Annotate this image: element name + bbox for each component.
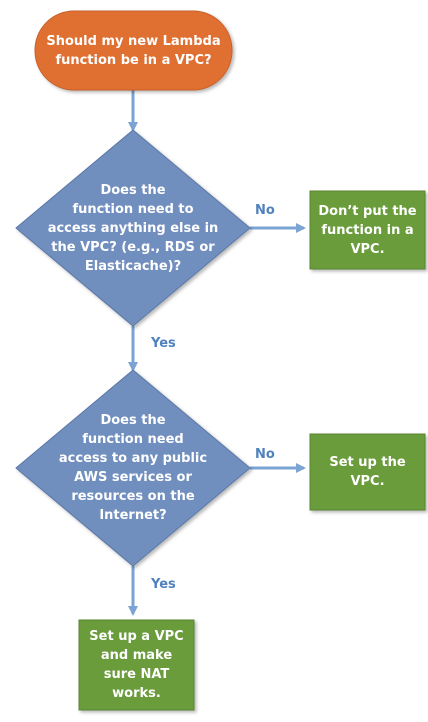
outcome-vpc-nat-box [78,619,195,711]
decision-1-text: Does the function need to access anythin… [47,182,219,274]
decision-2-text: Does the function need access to any pub… [58,413,208,523]
start-node-text: Should my new Lambda function be in a VP… [46,33,221,68]
outcome-no-vpc-text: Don’t put the function in a VPC. [318,203,417,257]
decision-1-shape [15,129,251,327]
start-node [34,10,233,91]
edge-label-yes-2: Yes [151,577,176,592]
outcome-setup-vpc-text: Set up the VPC. [329,455,406,489]
edge-label-no-2: No [255,447,275,462]
decision-2-shape [15,369,251,567]
edge-label-yes-1: Yes [151,336,176,351]
outcome-no-vpc-box [309,190,426,270]
edge-label-no-1: No [255,203,275,218]
outcome-setup-vpc-box [309,433,426,511]
outcome-vpc-nat-text: Set up a VPC and make sure NAT works. [89,629,184,701]
